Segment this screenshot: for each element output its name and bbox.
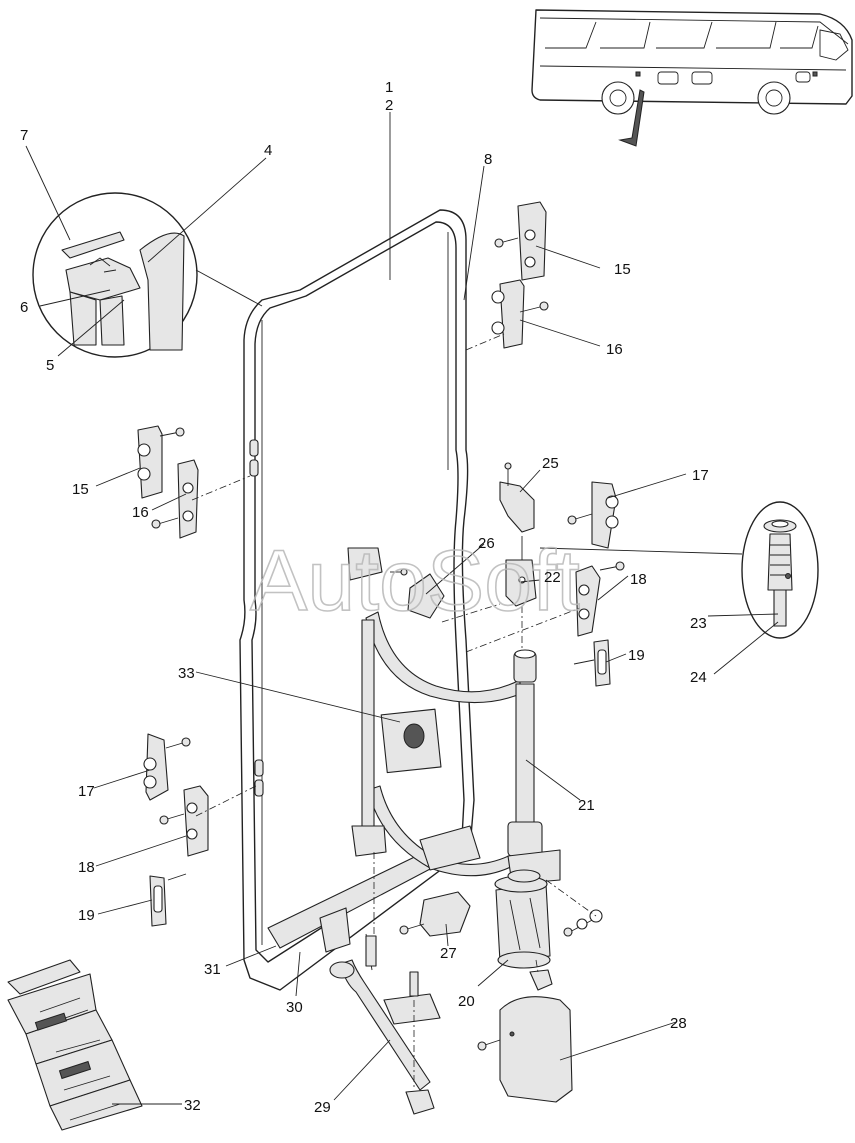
- pin-detail-inset: [539, 501, 819, 639]
- hinge-block-17-left: [143, 733, 191, 801]
- callout-1: 1: [385, 79, 393, 96]
- bus-illustration: [531, 9, 853, 147]
- callout-8: 8: [484, 151, 492, 168]
- callout-17-left: 17: [78, 783, 95, 800]
- bolt-set-right: [563, 909, 603, 937]
- tube-frame: [351, 611, 521, 877]
- callout-19-right: 19: [628, 647, 645, 664]
- hinge-bracket-left-16: [151, 459, 199, 539]
- callout-19-left: 19: [78, 907, 95, 924]
- callout-21: 21: [578, 797, 595, 814]
- callout-15-upper: 15: [614, 261, 631, 278]
- actuator-cylinder-20: [494, 869, 551, 969]
- callout-26: 26: [478, 535, 495, 552]
- hinge-block-17-right: [567, 481, 619, 549]
- alignment-lines: [191, 333, 597, 1090]
- hinge-bracket-upper-16: [491, 279, 549, 349]
- callout-17-right: 17: [692, 467, 709, 484]
- callout-7: 7: [20, 127, 28, 144]
- callout-15-left: 15: [72, 481, 89, 498]
- callout-20: 20: [458, 993, 475, 1010]
- callout-18-right: 18: [630, 571, 647, 588]
- wedge-26: [347, 547, 445, 619]
- callout-25: 25: [542, 455, 559, 472]
- hinge-18-right: [575, 561, 625, 637]
- callout-30: 30: [286, 999, 303, 1016]
- latch-19-left: [149, 873, 187, 927]
- callout-31: 31: [204, 961, 221, 978]
- pointer-arrow-icon: [618, 89, 645, 147]
- callout-16-upper: 16: [606, 341, 623, 358]
- pad-27: [399, 891, 471, 937]
- hinge-bracket-upper-15: [494, 201, 547, 281]
- leader-lines: [25, 112, 779, 1105]
- lever-arm-29: [319, 907, 441, 1115]
- callout-29: 29: [314, 1099, 331, 1116]
- step-assembly-32: [7, 959, 143, 1131]
- callout-22: 22: [544, 569, 561, 586]
- callout-16-left: 16: [132, 504, 149, 521]
- callout-28: 28: [670, 1015, 687, 1032]
- callout-32: 32: [184, 1097, 201, 1114]
- hinge-bracket-left-15: [137, 425, 185, 499]
- cover-28: [477, 969, 573, 1103]
- rotation-column-21: [507, 649, 561, 885]
- callout-2: 2: [385, 97, 393, 114]
- callout-18-left: 18: [78, 859, 95, 876]
- callout-23: 23: [690, 615, 707, 632]
- callout-33: 33: [178, 665, 195, 682]
- bracket-22: [505, 536, 537, 607]
- callout-5: 5: [46, 357, 54, 374]
- watermark: AutoSoft: [250, 533, 580, 629]
- callout-27: 27: [440, 945, 457, 962]
- hinge-18-left: [159, 785, 209, 857]
- callout-4: 4: [264, 142, 272, 159]
- latch-19-right: [573, 639, 611, 687]
- callout-24: 24: [690, 669, 707, 686]
- bracket-25: [499, 462, 535, 533]
- seal-detail-inset: [32, 192, 263, 358]
- callout-6: 6: [20, 299, 28, 316]
- callout-labels: 1 2 4 5 6 7 8 15 15 16 16 17 17 18 18 19…: [20, 79, 709, 1116]
